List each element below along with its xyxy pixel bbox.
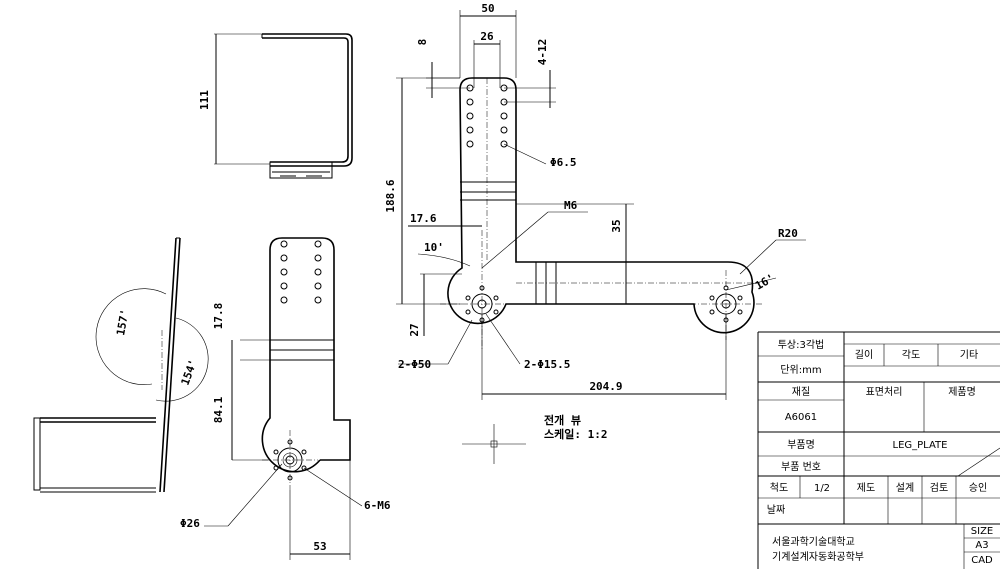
radius-r20: R20 [778,227,798,240]
angle-154: 154' [179,358,200,387]
date-label: 날짜 [767,504,785,516]
school-name: 서울과학기술대학교 [772,536,855,548]
part-name-value: LEG_PLATE [893,440,948,451]
dia-26: Φ26 [180,517,200,530]
dim-204-9: 204.9 [589,380,622,393]
angle-10: 10' [424,241,444,254]
material-value: A6061 [785,412,817,423]
hole-dia-6-5: Φ6.5 [550,156,577,169]
angle-16: 16' [753,271,777,292]
part-name-label: 부품명 [787,439,815,451]
thread-6-m6: 6-M6 [364,499,391,512]
dim-50: 50 [481,2,494,15]
material-label: 재질 [792,386,810,398]
front-view: 17.8 84.1 53 Φ26 6-M6 [180,237,391,560]
projection-label: 투상:3각법 [778,339,825,351]
bolt-hole-pattern [280,240,322,304]
size-value: A3 [975,540,988,551]
approve-label: 승인 [969,482,987,494]
cad-label: CAD [971,555,993,566]
design-label: 설계 [896,482,914,494]
scale-note: 스케일: 1:2 [544,427,607,441]
unit-label: 단위:mm [780,363,821,376]
dim-53: 53 [313,540,326,553]
dim-8: 8 [416,39,429,46]
notes: 전개 뷰 스케일: 1:2 [462,413,607,464]
dim-26: 26 [480,30,494,43]
drawn-label: 제도 [857,482,875,494]
flat-view-note: 전개 뷰 [544,413,581,427]
tolerance-other: 기타 [960,349,978,361]
tolerance-angle: 각도 [902,349,920,361]
dim-84-1: 84.1 [212,396,225,423]
scale-label: 척도 [770,482,788,494]
dim-17-6: 17.6 [410,212,437,225]
product-label: 제품명 [948,386,976,398]
side-view: 157' 154' [33,237,209,493]
angle-157: 157' [114,308,131,336]
tolerance-length: 길이 [855,348,873,361]
dim-188-6: 188.6 [384,179,397,212]
scale-value: 1/2 [814,483,830,494]
dia-2-50: 2-Φ50 [398,358,431,371]
dim-4-12: 4-12 [536,39,549,66]
dim-111: 111 [198,90,211,110]
thread-m6: M6 [564,199,578,212]
department-name: 기계설계자동화공학부 [772,551,864,563]
finish-label: 표면처리 [866,386,903,398]
dim-35: 35 [610,219,623,232]
dim-27: 27 [408,323,421,336]
dia-2-15-5: 2-Φ15.5 [524,358,570,371]
dim-17-8: 17.8 [212,303,225,330]
top-view: 111 [198,33,353,179]
title-block: 투상:3각법 단위:mm 길이 각도 기타 재질 표면처리 제품명 A6061 … [757,331,1000,569]
size-label: SIZE [971,526,993,537]
part-number-label: 부품 번호 [781,461,821,473]
check-label: 검토 [930,482,948,494]
flat-pattern: 50 26 8 4-12 188.6 17.6 10' M6 35 [384,2,806,400]
